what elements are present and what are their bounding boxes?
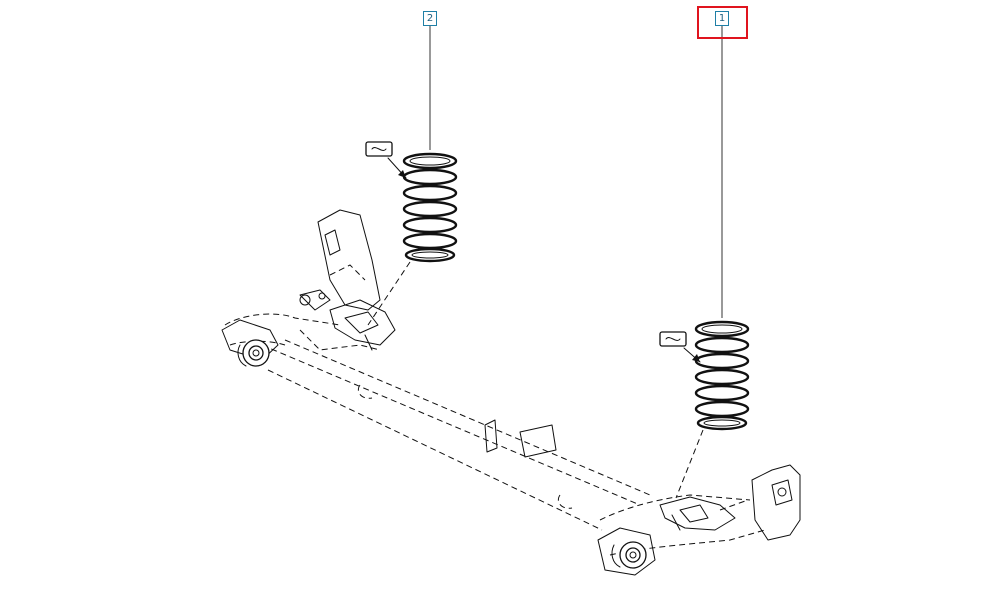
right-trailing-arm (597, 464, 801, 576)
spring-2-axis-line (367, 261, 411, 326)
spring-1-axis-line (675, 429, 704, 499)
part-callout-2[interactable]: 2 (423, 11, 437, 26)
lubricate-symbol-icon (659, 331, 701, 363)
coil-spring-1 (694, 320, 750, 431)
coil-spring-2 (402, 152, 458, 263)
left-trailing-arm (221, 209, 396, 367)
rear-axle-beam (261, 329, 651, 531)
lubricate-symbol-icon (365, 141, 407, 179)
part-callout-1[interactable]: 1 (715, 11, 729, 26)
